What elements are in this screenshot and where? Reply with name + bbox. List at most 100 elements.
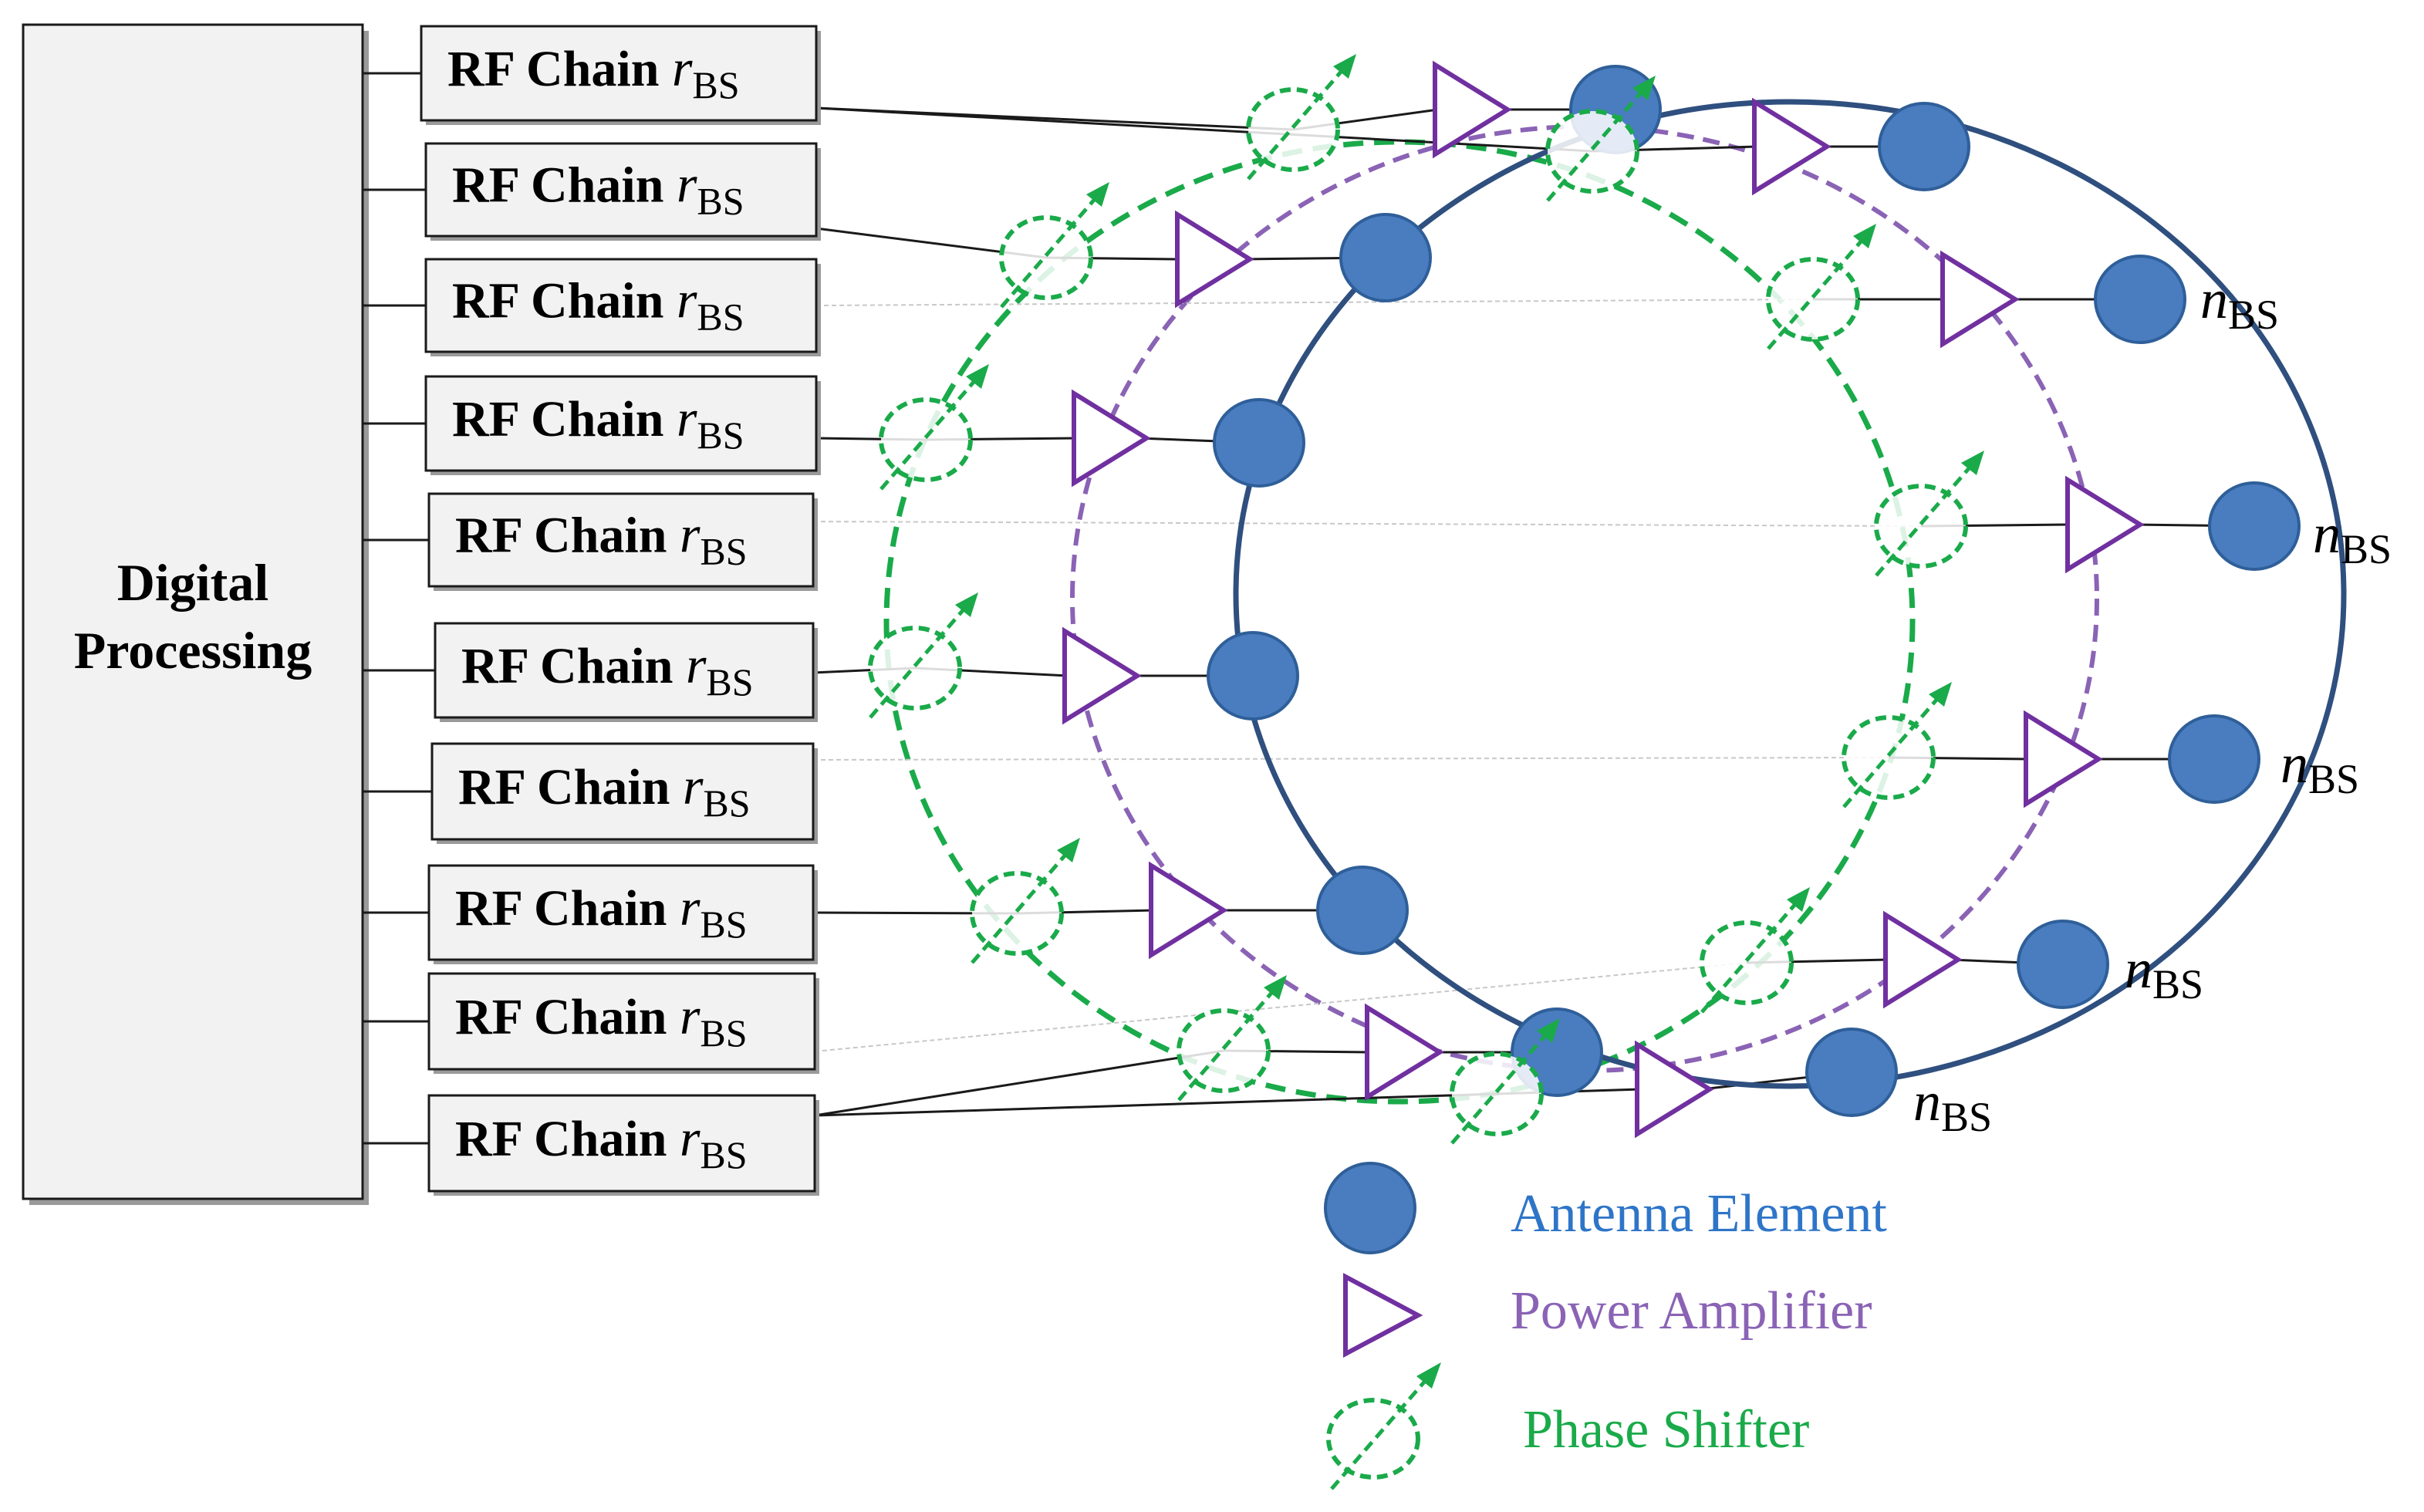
rf-chain-box: RF Chain rBS [434, 622, 818, 722]
rf-chain-symbol: r [677, 155, 697, 214]
rf-chain-box: RF Chain rBS [427, 864, 818, 964]
rf-chain-box: RF Chain rBS [427, 972, 819, 1074]
rf-chain-subscript: BS [700, 903, 747, 946]
rf-chain-text: RF Chain [455, 508, 680, 564]
antenna-count-symbol: n [2125, 938, 2152, 1000]
antenna-count-label: nBS [1913, 1071, 1992, 1140]
antenna-element-icon [2094, 255, 2186, 344]
antenna-element-icon [1213, 398, 1305, 488]
power-amplifier-icon [1062, 626, 1142, 725]
phase-shifter-icon [970, 838, 1080, 964]
power-amplifier-icon [1635, 1040, 1714, 1139]
connection-lines [812, 106, 2255, 1117]
antenna-count-label: nBS [2200, 268, 2279, 338]
rf-chain-symbol: r [680, 505, 701, 564]
rf-chain-symbol: r [677, 389, 697, 447]
power-amplifier-icon [2065, 475, 2145, 574]
rf-chain-text: RF Chain [447, 41, 672, 97]
rf-chain-label: RF Chain rBS [455, 505, 748, 573]
rf-chain-label: RF Chain rBS [447, 39, 740, 106]
power-amplifier-icon [1175, 210, 1254, 309]
phase-shifter-icon [1842, 682, 1952, 808]
antenna-element-icon [1878, 102, 1970, 191]
antenna-count-subscript: BS [2341, 526, 2392, 572]
legend-power-amplifier-label: Power Amplifier [1511, 1281, 1872, 1341]
antenna-count-symbol: n [1913, 1071, 1941, 1132]
rf-chain-symbol: r [683, 757, 704, 815]
rf-chain-box: RF Chain rBS [424, 258, 821, 356]
rf-chain-subscript: BS [692, 63, 739, 106]
phase-shifter-icon [1700, 887, 1810, 1014]
rf-chain-label: RF Chain rBS [455, 878, 748, 946]
rf-chain-subscript: BS [706, 660, 753, 704]
rf-chain-label: RF Chain rBS [455, 987, 748, 1055]
antenna-count-subscript: BS [2152, 961, 2203, 1007]
antenna-element-icon [1805, 1028, 1898, 1117]
antenna-count-subscript: BS [1941, 1094, 1992, 1140]
phase-shifter-icon [1326, 1362, 1441, 1490]
phase-shifter-icon [999, 182, 1109, 309]
power-amplifier-icon [1343, 1273, 1423, 1358]
antenna-count-label: nBS [2313, 503, 2392, 572]
rf-chain-label: RF Chain rBS [452, 271, 744, 339]
power-amplifier-icon [1883, 910, 1963, 1009]
rf-to-shifter-line [812, 521, 1922, 527]
rf-chain-text: RF Chain [461, 638, 686, 694]
antenna-element-icon [2208, 481, 2301, 571]
phase-shifter-icon [1545, 76, 1656, 202]
rf-to-shifter-line [815, 106, 1593, 153]
antenna-ring [1233, 99, 2347, 1089]
rf-chain-subscript: BS [703, 781, 750, 825]
rf-chain-text: RF Chain [452, 157, 677, 214]
rf-chain-box: RF Chain rBS [420, 25, 821, 125]
rf-chain-subscript: BS [700, 1011, 747, 1055]
rf-chain-text: RF Chain [455, 1111, 680, 1167]
rf-chain-label: RF Chain rBS [461, 636, 754, 704]
rf-chain-subscript: BS [697, 180, 744, 223]
antenna-count-symbol: n [2281, 733, 2308, 795]
power-amplifier-icon [1433, 60, 1512, 159]
rf-chain-box: RF Chain rBS [430, 742, 818, 844]
rf-chain-text: RF Chain [452, 273, 677, 329]
digital-processing-line2: Processing [74, 621, 312, 680]
rf-chain-box: RF Chain rBS [424, 142, 821, 241]
rf-chain-label: RF Chain rBS [452, 389, 744, 457]
power-amplifier-icon [2024, 710, 2103, 808]
antenna-element-icon [2168, 714, 2260, 804]
phase-shifter-icon [1450, 1018, 1560, 1145]
antenna-element-icon [1207, 631, 1299, 721]
phase-shifter-icon [1766, 224, 1876, 350]
legend-antenna-element: Antenna Element [1324, 1162, 1887, 1254]
phase-shifter-icon [1177, 975, 1287, 1102]
rf-chain-symbol: r [677, 271, 697, 329]
rf-chain-subscript: BS [700, 530, 747, 573]
rf-to-shifter-line [814, 962, 1747, 1052]
antenna-element-icon [2017, 920, 2109, 1009]
rf-chain-label: RF Chain rBS [455, 1109, 748, 1176]
rf-chain-symbol: r [680, 987, 701, 1045]
antenna-element-icon [1339, 213, 1432, 302]
rf-to-shifter-line [814, 1049, 1224, 1117]
power-amplifier-icon [1149, 861, 1228, 960]
legend-power-amplifier: Power Amplifier [1343, 1273, 1872, 1358]
antenna-element-icon [1316, 866, 1409, 955]
rf-chain-box: RF Chain rBS [424, 375, 821, 475]
rf-chain-subscript: BS [697, 295, 744, 339]
rf-chain-text: RF Chain [455, 989, 680, 1045]
antenna-count-symbol: n [2313, 503, 2341, 565]
antenna-count-label: nBS [2125, 938, 2203, 1007]
power-amplifier-icon [1752, 97, 1832, 196]
digital-processing-block: Digital Processing [22, 23, 369, 1205]
phase-shifter-ring [883, 139, 1916, 1105]
rf-chain-subscript: BS [697, 413, 744, 457]
legend-antenna-label: Antenna Element [1511, 1184, 1887, 1244]
rf-to-shifter-line [814, 1092, 1497, 1117]
power-amplifier-icon [1072, 389, 1151, 488]
rf-chain-box: RF Chain rBS [427, 492, 818, 591]
legend: Antenna Element Power Amplifier Phase Sh… [1324, 1162, 1887, 1490]
rf-chain-text: RF Chain [452, 391, 677, 447]
legend-phase-shifter: Phase Shifter [1326, 1362, 1809, 1490]
